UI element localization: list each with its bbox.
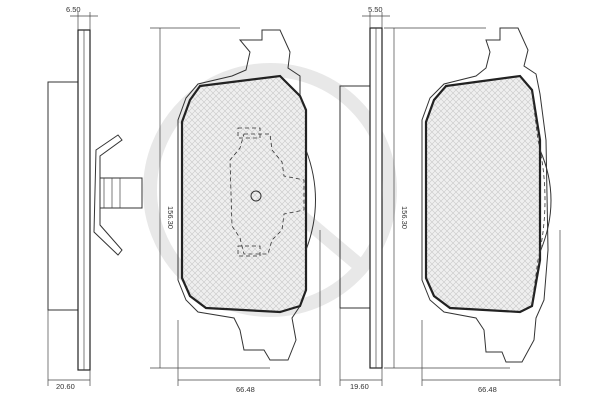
dimension-right-depth: 19.60 bbox=[339, 308, 383, 391]
dimension-right-depth-label: 19.60 bbox=[350, 382, 369, 391]
dimension-right-pad-width: 66.48 bbox=[421, 230, 561, 394]
dimension-right-pad-width-label: 66.48 bbox=[478, 385, 497, 394]
dimension-right-thickness: 5.50 bbox=[362, 5, 390, 28]
friction-material bbox=[180, 74, 308, 314]
dimension-pad-width: 66.48 bbox=[177, 230, 321, 394]
dimension-right-pad-height: 156.30 bbox=[384, 27, 510, 369]
dimension-left-thickness: 6.50 bbox=[66, 5, 98, 30]
dimension-right-thickness-label: 5.50 bbox=[368, 5, 383, 14]
mounting-outline bbox=[229, 133, 305, 255]
left-pad-front-view bbox=[177, 29, 316, 361]
dimension-left-depth: 20.60 bbox=[47, 310, 91, 391]
dimension-right-pad-height-label: 156.30 bbox=[400, 206, 409, 229]
spring-clip bbox=[93, 134, 123, 256]
right-side-profile bbox=[339, 27, 383, 369]
dimension-pad-height: 156.30 bbox=[150, 27, 270, 369]
left-side-profile bbox=[47, 29, 143, 371]
dimension-left-depth-label: 20.60 bbox=[56, 382, 75, 391]
dimension-left-thickness-label: 6.50 bbox=[66, 5, 81, 14]
dimension-pad-height-label: 156.30 bbox=[166, 206, 175, 229]
right-friction-material bbox=[424, 74, 542, 314]
right-pad-front-view bbox=[421, 27, 552, 363]
dimension-pad-width-label: 66.48 bbox=[236, 385, 255, 394]
center-hole bbox=[250, 190, 262, 202]
